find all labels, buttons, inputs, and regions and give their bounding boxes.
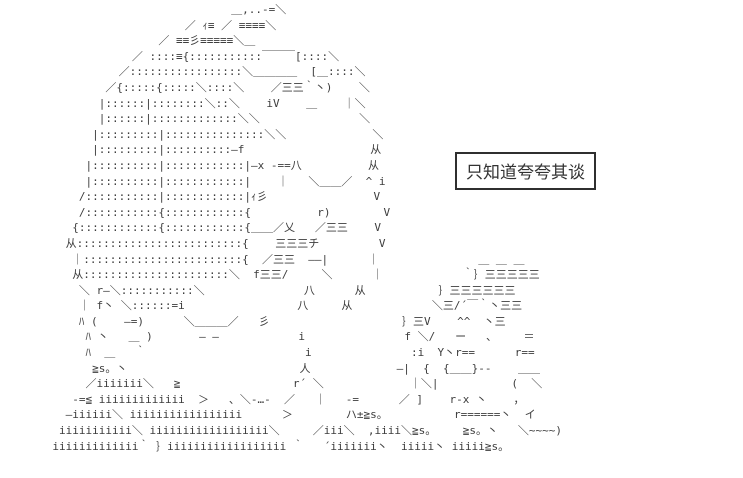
speech-bubble: 只知道夸夸其谈 xyxy=(455,152,596,190)
speech-bubble-text: 只知道夸夸其谈 xyxy=(466,163,585,183)
ascii-art: ＿,..-=＼ ／ ｨ≡ ／ ≡≡≡≡＼ ／ ≡≡彡≡≡≡≡≡＼＿ ／ ::::… xyxy=(52,3,562,453)
